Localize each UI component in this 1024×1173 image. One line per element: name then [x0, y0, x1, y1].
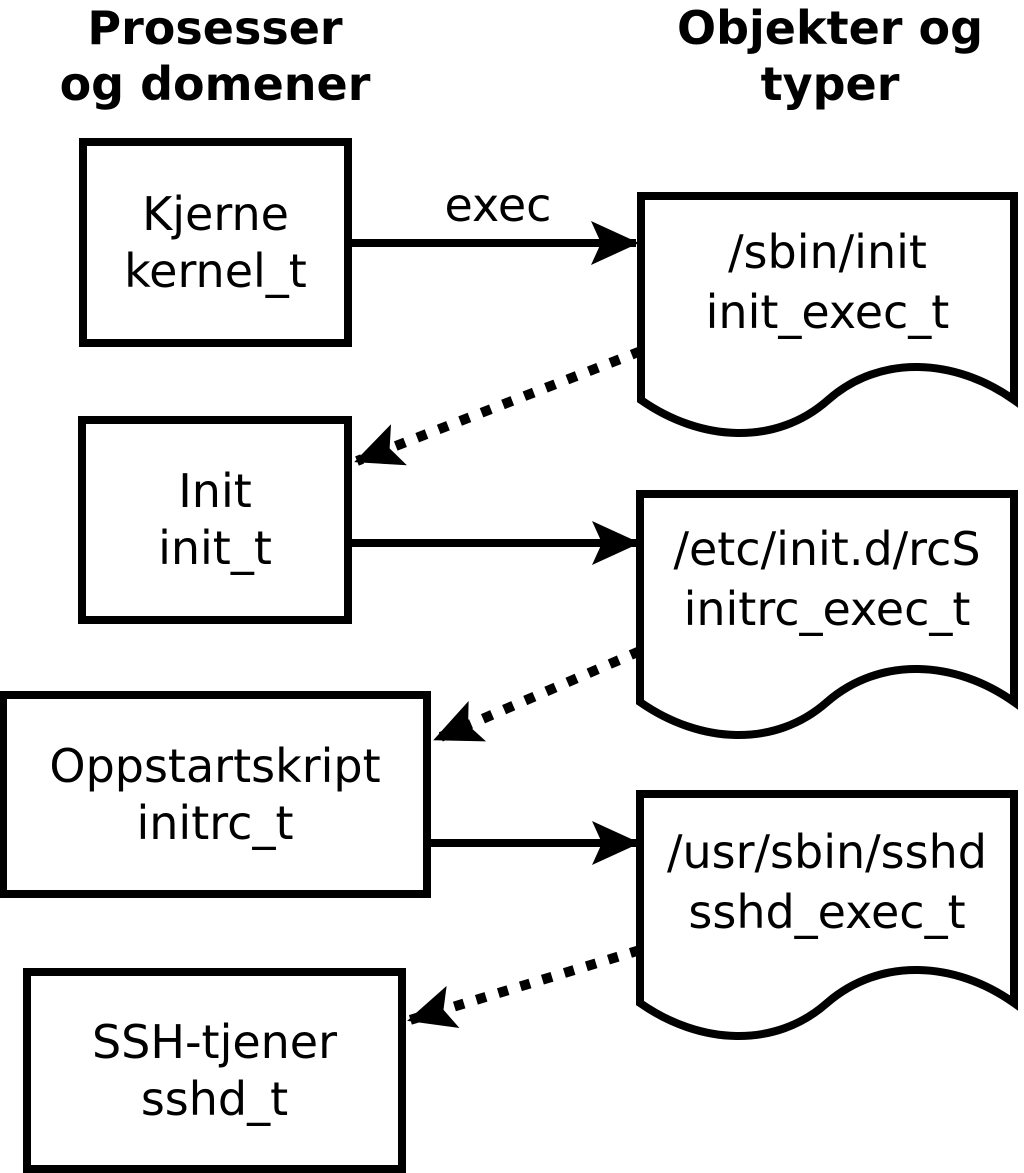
- object-label-sshd-exec: /usr/sbin/sshd sshd_exec_t: [640, 822, 1014, 942]
- header-processes-line2: og domener: [59, 57, 371, 111]
- object-type: sshd_exec_t: [688, 885, 966, 939]
- document-shape-initrc-exec: [636, 490, 1018, 739]
- object-path: /usr/sbin/sshd: [667, 825, 987, 879]
- column-header-processes: Prosesser og domener: [15, 0, 415, 112]
- object-label-initrc-exec: /etc/init.d/rcS initrc_exec_t: [640, 519, 1014, 639]
- header-processes-line1: Prosesser: [87, 1, 343, 55]
- document-shape-init-exec: [637, 192, 1018, 437]
- process-box-sshd: SSH-tjener sshd_t: [23, 968, 406, 1173]
- process-type: init_t: [158, 521, 272, 575]
- process-box-initrc: Oppstartskript initrc_t: [0, 691, 431, 898]
- process-box-kernel: Kjerne kernel_t: [79, 138, 352, 347]
- process-type: sshd_t: [140, 1071, 289, 1126]
- object-type: initrc_exec_t: [683, 582, 971, 636]
- dotted-arrow-initrc-exec-to-initrc: [433, 646, 642, 744]
- column-header-objects: Objekter og typer: [630, 0, 1024, 112]
- header-objects-line2: typer: [760, 57, 900, 111]
- object-path: /sbin/init: [728, 225, 927, 279]
- object-label-init-exec: /sbin/init init_exec_t: [641, 222, 1014, 342]
- dotted-arrow-sshd-exec-to-sshd: [407, 945, 642, 1028]
- dotted-arrow-init-exec-to-init: [354, 346, 643, 466]
- exec-arrow-label: exec: [444, 178, 552, 232]
- process-name: SSH-tjener: [91, 1014, 338, 1069]
- process-name: Init: [178, 464, 252, 518]
- object-path: /etc/init.d/rcS: [673, 522, 981, 576]
- process-name: Kjerne: [142, 186, 289, 241]
- process-type: initrc_t: [136, 795, 294, 850]
- process-type: kernel_t: [124, 243, 307, 298]
- header-objects-line1: Objekter og: [676, 1, 983, 55]
- process-box-init: Init init_t: [78, 416, 352, 624]
- process-name: Oppstartskript: [49, 738, 381, 793]
- object-type: init_exec_t: [705, 285, 950, 339]
- document-shape-sshd-exec: [636, 790, 1018, 1040]
